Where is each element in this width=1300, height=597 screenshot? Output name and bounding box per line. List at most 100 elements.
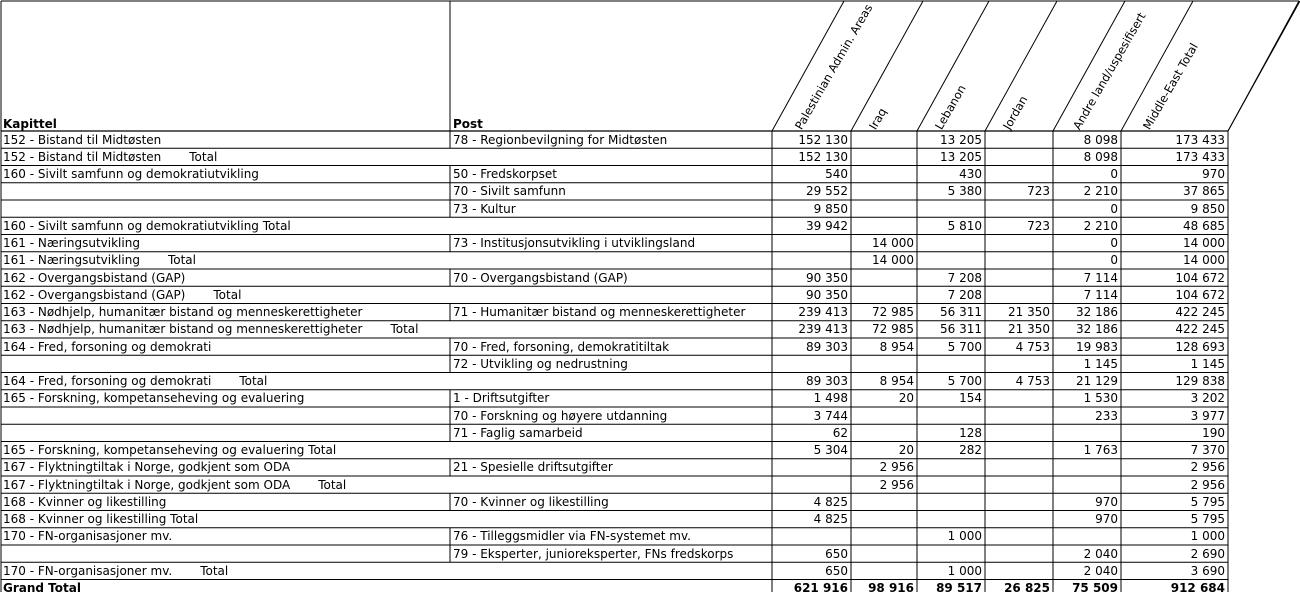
value-cell: 8 954 xyxy=(879,339,914,354)
value-cell: 5 795 xyxy=(1190,512,1225,526)
post-cell: 70 - Sivilt samfunn xyxy=(453,184,566,199)
post-cell: 72 - Utvikling og nedrustning xyxy=(453,356,628,371)
post-cell: 73 - Institusjonsutvikling i utviklingsl… xyxy=(453,236,696,250)
post-cell: 70 - Overgangsbistand (GAP) xyxy=(453,270,628,285)
value-cell: 2 956 xyxy=(1190,477,1225,492)
value-cell: 56 311 xyxy=(940,305,982,319)
value-cell: 21 350 xyxy=(1008,322,1050,337)
value-cell xyxy=(985,546,1053,563)
value-cell xyxy=(985,528,1053,545)
kapittel-cell: 168 - Kvinner og likestilling xyxy=(3,494,167,509)
value-cell: 39 942 xyxy=(806,218,848,233)
post-cell: 50 - Fredskorpset xyxy=(453,167,557,181)
kapittel-cell: 170 - FN-organisasjoner mv. xyxy=(3,563,173,578)
table-row: 165 - Forskning, kompetanseheving og eva… xyxy=(0,442,1228,459)
value-cell: 970 xyxy=(1095,494,1118,509)
value-cell xyxy=(851,270,917,287)
value-cell: 32 186 xyxy=(1076,305,1118,319)
value-cell xyxy=(1053,528,1121,545)
kapittel-cell: 161 - Næringsutvikling xyxy=(3,236,140,250)
value-cell: 98 916 xyxy=(868,581,914,595)
kapittel-cell xyxy=(0,183,3,200)
value-cell: 89 303 xyxy=(806,339,848,354)
value-cell xyxy=(985,494,1053,511)
value-cell: 4 825 xyxy=(813,494,848,509)
kapittel-cell: 164 - Fred, forsoning og demokrati xyxy=(3,339,212,354)
value-cell: 7 114 xyxy=(1083,270,1118,285)
value-cell: 3 690 xyxy=(1190,563,1225,578)
total-suffix: Total xyxy=(390,322,419,337)
value-cell xyxy=(985,132,1053,149)
table-row: 160 - Sivilt samfunn og demokratiutvikli… xyxy=(0,218,1228,235)
value-cell: 173 433 xyxy=(1175,149,1225,164)
value-cell: 970 xyxy=(1202,167,1225,181)
value-cell: 5 795 xyxy=(1190,494,1225,509)
kapittel-cell: 160 - Sivilt samfunn og demokratiutvikli… xyxy=(3,218,291,233)
value-cell: 2 956 xyxy=(1190,460,1225,475)
kapittel-cell xyxy=(0,425,3,442)
value-cell: 152 130 xyxy=(798,132,848,147)
value-cell xyxy=(851,183,917,200)
value-cell: 8 954 xyxy=(879,374,914,388)
value-cell: 154 xyxy=(959,391,982,406)
value-cell xyxy=(851,528,917,545)
value-cell xyxy=(851,494,917,511)
kapittel-cell: 160 - Sivilt samfunn og demokratiutvikli… xyxy=(3,167,259,181)
value-cell xyxy=(851,563,917,580)
value-cell: 1 000 xyxy=(947,529,982,544)
total-suffix: Total xyxy=(167,253,196,268)
value-cell: 9 850 xyxy=(1190,201,1225,216)
value-cell xyxy=(772,252,851,269)
value-cell: 2 956 xyxy=(879,460,914,475)
grand-total-label: Grand Total xyxy=(3,581,81,595)
value-cell: 5 304 xyxy=(813,443,848,457)
value-cell: 1 763 xyxy=(1083,443,1118,457)
table-row: 167 - Flyktningtiltak i Norge, godkjent … xyxy=(0,477,1228,494)
value-cell xyxy=(917,408,985,425)
value-cell xyxy=(917,494,985,511)
value-cell: 152 130 xyxy=(798,149,848,164)
header-kapittel: Kapittel xyxy=(3,117,57,131)
table-row: 79 - Eksperter, junioreksperter, FNs fre… xyxy=(0,546,1228,563)
table-row: 165 - Forskning, kompetanseheving og eva… xyxy=(0,390,1228,407)
value-cell xyxy=(851,356,917,373)
value-cell: 0 xyxy=(1110,236,1118,250)
value-cell: 0 xyxy=(1110,201,1118,216)
value-cell: 1 145 xyxy=(1190,356,1225,371)
value-cell xyxy=(985,149,1053,166)
value-cell xyxy=(917,546,985,563)
value-cell: 1 530 xyxy=(1083,391,1118,406)
value-cell xyxy=(772,459,851,476)
value-cell: 5 380 xyxy=(947,184,982,199)
header-post: Post xyxy=(453,117,483,131)
value-cell: 20 xyxy=(898,443,914,457)
value-cell xyxy=(985,252,1053,269)
total-suffix: Total xyxy=(213,287,242,302)
value-cell: 3 744 xyxy=(813,408,848,423)
kapittel-cell: 152 - Bistand til Midtøsten xyxy=(3,132,162,147)
value-cell: 8 098 xyxy=(1083,149,1118,164)
value-cell xyxy=(1053,459,1121,476)
post-cell: 78 - Regionbevilgning for Midtøsten xyxy=(453,132,668,147)
table-row: 163 - Nødhjelp, humanitær bistand og men… xyxy=(0,304,1228,321)
value-cell: 90 350 xyxy=(806,287,848,302)
kapittel-cell: 165 - Forskning, kompetanseheving og eva… xyxy=(3,391,305,406)
value-cell: 970 xyxy=(1095,512,1118,526)
value-cell: 21 350 xyxy=(1008,305,1050,319)
table-row: 152 - Bistand til Midtøsten 78 - Regionbe… xyxy=(0,132,1228,149)
value-cell xyxy=(851,546,917,563)
value-cell: 72 985 xyxy=(872,305,914,319)
kapittel-cell xyxy=(0,356,3,373)
value-cell: 650 xyxy=(825,563,848,578)
kapittel-cell: 162 - Overgangsbistand (GAP) xyxy=(3,287,186,302)
kapittel-cell xyxy=(0,408,3,425)
value-cell xyxy=(917,477,985,494)
value-cell xyxy=(917,235,985,252)
value-cell xyxy=(917,356,985,373)
